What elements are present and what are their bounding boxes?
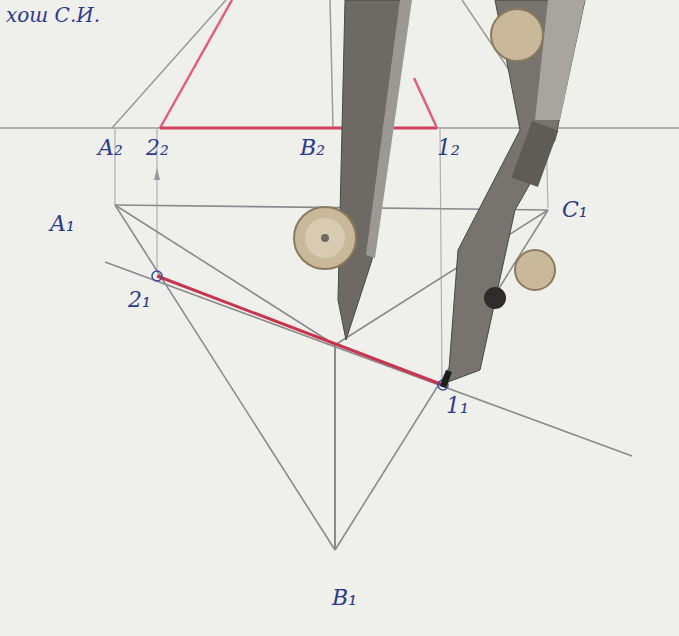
author-note: хош С.И. [6,4,100,26]
point-label: C₁ [562,198,588,222]
section-line [160,127,437,130]
section-line [160,0,232,128]
point-label: B₂ [300,136,325,160]
edge-line [112,0,226,128]
point-label: 2₂ [146,136,169,160]
point-label: B₁ [332,586,357,610]
point-mark [152,271,162,281]
section-line [157,276,443,385]
point-label: A₂ [98,136,123,160]
point-label: 1₂ [437,136,460,160]
point-label: 2₁ [128,288,151,312]
section-line [414,78,437,128]
cutting-plane-line [105,262,632,456]
edge-line [334,345,336,550]
edge-line [330,0,333,128]
point-label: A₁ [50,212,75,236]
axis-line [0,127,679,129]
compass [294,0,585,388]
point-label: 1₁ [446,394,469,418]
arrow-mark [154,168,160,180]
projection-line [440,128,442,382]
